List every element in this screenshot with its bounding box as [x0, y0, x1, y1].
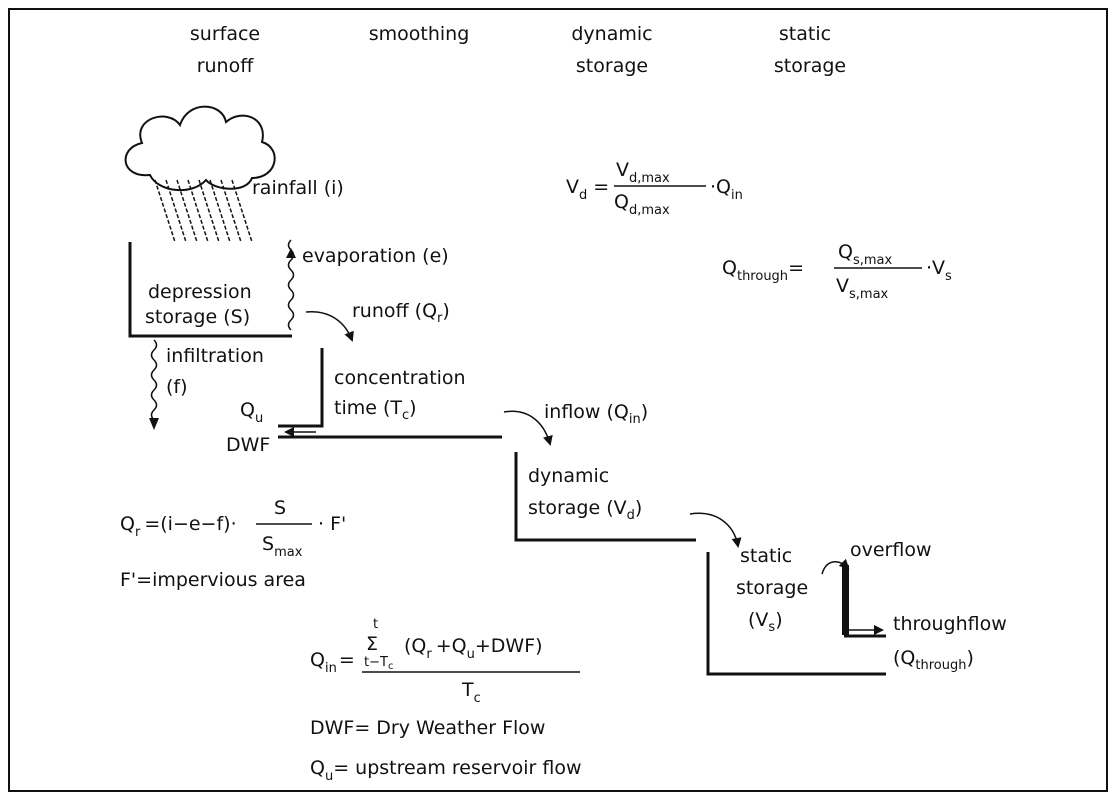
header-dynamic-storage-line2: storage: [576, 55, 648, 77]
svg-text:Qs,max: Qs,max: [838, 241, 893, 268]
svg-text:Qin=: Qin=: [310, 649, 355, 676]
rainfall-label: rainfall (i): [252, 177, 344, 199]
infiltration-label-line2: (f): [166, 376, 188, 398]
concentration-label-line2: time (Tc): [334, 397, 417, 423]
svg-text:S: S: [274, 497, 286, 519]
infiltration-label-line1: infiltration: [166, 345, 264, 367]
svg-text:Qr=(i−e−f)·: Qr=(i−e−f)·: [120, 513, 237, 540]
infiltration-arrowhead: [149, 418, 159, 430]
inflow-equation: Qin= t Σ t−Tc (Qr+Qu+DWF) Tc: [310, 617, 580, 706]
static-storage-label-line1: static: [740, 545, 792, 567]
svg-text:t−Tc: t−Tc: [364, 655, 393, 672]
header-surface-runoff-line2: runoff: [197, 55, 255, 77]
header-smoothing: smoothing: [369, 23, 470, 45]
dynamic-storage-container: [514, 452, 696, 542]
svg-text:(Qr+Qu+DWF): (Qr+Qu+DWF): [404, 635, 543, 662]
concentration-step: [278, 348, 324, 428]
svg-text:Smax: Smax: [262, 533, 303, 560]
throughflow-equation: Qthrough= Qs,max Vs,max ·Vs: [722, 241, 952, 302]
svg-text:·Vs: ·Vs: [926, 257, 952, 284]
svg-text:Σ: Σ: [366, 633, 378, 655]
runoff-label: runoff (Qr): [352, 300, 450, 326]
concentration-label-line1: concentration: [334, 367, 466, 389]
throughflow-label-line2: (Qthrough): [893, 647, 974, 673]
depression-storage-container: [128, 242, 292, 338]
svg-text:Vd=: Vd=: [566, 176, 609, 203]
inflow-label: inflow (Qin): [544, 401, 648, 427]
overflow-weir: [842, 565, 849, 635]
svg-text:Qd,max: Qd,max: [614, 191, 670, 218]
svg-text:Vs,max: Vs,max: [836, 275, 889, 302]
inflow-arrow: [503, 410, 553, 446]
svg-text:· F': · F': [318, 513, 346, 535]
throughflow-label-line1: throughflow: [893, 613, 1007, 635]
evaporation-arrowhead: [286, 248, 296, 258]
diagram-frame: [8, 8, 1108, 792]
static-storage-label-line3: (Vs): [748, 609, 783, 635]
header-static-storage-line1: static: [779, 23, 831, 45]
depression-storage-label-line2: storage (S): [145, 306, 250, 328]
rain-icon: [154, 179, 253, 243]
upstream-flow-label: Qu: [240, 399, 263, 426]
evaporation-label: evaporation (e): [302, 245, 449, 267]
header-dynamic-storage-line1: dynamic: [571, 23, 652, 45]
svg-text:Tc: Tc: [461, 679, 481, 706]
dwf-label: DWF: [226, 434, 270, 456]
impervious-area-definition: F'=impervious area: [120, 569, 306, 591]
cloud-icon: [124, 105, 276, 192]
runoff-arrow: [305, 311, 354, 342]
overflow-arrow: [821, 558, 850, 575]
overflow-label: overflow: [850, 539, 932, 561]
svg-text:Qthrough=: Qthrough=: [722, 257, 804, 284]
svg-text:t: t: [373, 617, 378, 632]
runoff-equation: Qr=(i−e−f)· S Smax · F': [120, 497, 346, 560]
depression-storage-label-line1: depression: [148, 281, 252, 303]
dynamic-storage-label-line1: dynamic: [528, 465, 609, 487]
upstream-flow-definition: Qu= upstream reservoir flow: [310, 757, 582, 784]
dynamic-storage-label-line2: storage (Vd): [528, 497, 642, 523]
dynamic-storage-equation: Vd= Vd,max Qd,max ·Qin: [566, 159, 743, 218]
header-surface-runoff-line1: surface: [190, 23, 260, 45]
dynamic-outflow-arrow: [689, 512, 742, 548]
svg-text:·Qin: ·Qin: [710, 176, 743, 203]
header-static-storage-line2: storage: [774, 55, 846, 77]
dwf-definition: DWF= Dry Weather Flow: [310, 717, 545, 739]
static-storage-container: [706, 552, 886, 676]
infiltration-arrow: [150, 339, 158, 421]
svg-text:Vd,max: Vd,max: [616, 159, 670, 186]
static-storage-label-line2: storage: [736, 577, 808, 599]
